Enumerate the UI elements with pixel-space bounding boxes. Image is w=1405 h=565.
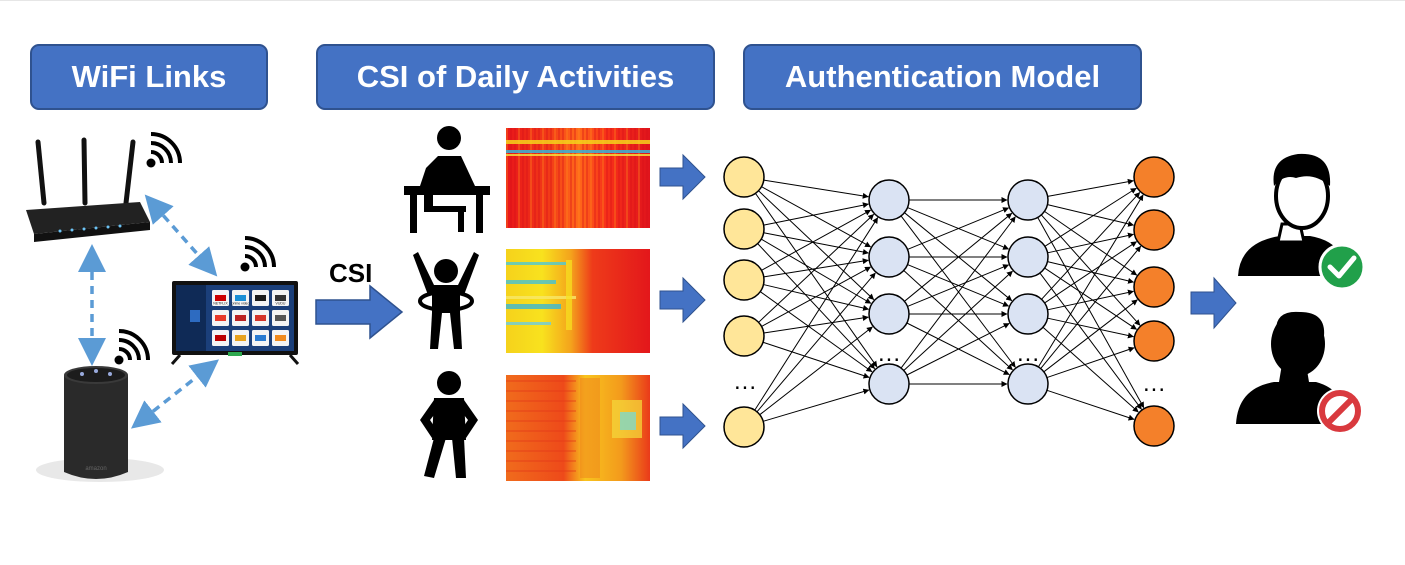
network-nodes xyxy=(723,156,1175,448)
network-edge xyxy=(1046,389,1135,421)
output-node xyxy=(1133,266,1175,308)
network-edge xyxy=(904,212,1013,302)
network-edge xyxy=(1043,299,1138,373)
network-edge xyxy=(1042,326,1139,413)
network-edge xyxy=(1047,178,1134,197)
network-edge xyxy=(903,270,1013,371)
network-edge xyxy=(763,388,870,422)
network-edge xyxy=(1047,317,1134,339)
network-edge xyxy=(754,217,879,411)
network-edge xyxy=(1044,241,1137,304)
header-authentication-model: Authentication Model xyxy=(743,44,1142,110)
network-edge xyxy=(761,266,871,327)
network-edge xyxy=(762,341,870,379)
output-node xyxy=(1133,156,1175,198)
network-edges xyxy=(754,178,1145,422)
hands-on-hips-icon xyxy=(420,371,478,478)
csi-arrow xyxy=(315,284,404,340)
output-arrow xyxy=(1190,276,1237,330)
network-edge xyxy=(758,214,875,323)
network-edge xyxy=(756,272,876,413)
hidden2-layer-ellipsis: ... xyxy=(1017,340,1041,367)
hidden-node xyxy=(1007,363,1049,405)
network-edge xyxy=(763,315,869,334)
network-edge xyxy=(761,186,872,248)
hidden-node xyxy=(868,363,910,405)
csi-heatmap xyxy=(506,375,650,481)
network-edge xyxy=(907,264,1010,307)
network-edge xyxy=(1044,187,1137,247)
csi-heatmap xyxy=(506,128,650,228)
hidden-node xyxy=(868,293,910,335)
network-edge xyxy=(761,209,872,271)
rejected-user-icon xyxy=(1236,311,1363,434)
wifi-signal-icon xyxy=(240,236,276,272)
network-edge xyxy=(1047,289,1134,311)
wifi-signal-icon xyxy=(146,132,182,168)
authenticated-user-icon xyxy=(1238,153,1366,291)
sitting-at-desk-icon xyxy=(404,126,490,233)
activity-arrows xyxy=(659,153,706,450)
tv-app-label: VUDU xyxy=(276,302,286,306)
tv-app-label: NETFLIX xyxy=(213,302,228,306)
network-edge xyxy=(763,202,869,226)
network-edge xyxy=(1037,217,1145,409)
hidden-node xyxy=(1007,293,1049,335)
network-edge xyxy=(1037,194,1144,368)
output-node xyxy=(1133,209,1175,251)
csi-arrow-label: CSI xyxy=(329,258,373,288)
hidden1-layer-ellipsis: ... xyxy=(878,340,902,367)
input-layer-ellipsis: ... xyxy=(734,368,758,395)
network-edge xyxy=(759,291,873,373)
header-csi-daily-activities: CSI of Daily Activities xyxy=(316,44,715,110)
input-node xyxy=(723,406,765,448)
input-node xyxy=(723,315,765,357)
header-wifi-links: WiFi Links xyxy=(30,44,268,110)
network-edge xyxy=(763,232,869,255)
input-node xyxy=(723,208,765,250)
check-icon xyxy=(1318,243,1366,291)
network-edge xyxy=(759,326,873,416)
hidden-node xyxy=(868,236,910,278)
speaker-brand-text: amazon xyxy=(85,466,106,472)
output-node xyxy=(1133,320,1175,362)
network-edge xyxy=(1041,192,1141,300)
tv-app-label: prime video xyxy=(231,302,249,306)
network-edge xyxy=(1040,214,1141,326)
network-edge xyxy=(757,243,876,370)
network-edge xyxy=(758,190,875,300)
network-edge xyxy=(907,207,1010,250)
network-edge xyxy=(1047,204,1135,227)
top-border xyxy=(0,0,1405,1)
network-edge xyxy=(1040,245,1142,369)
output-layer-ellipsis: ... xyxy=(1143,370,1167,397)
hula-hoop-icon xyxy=(413,252,479,349)
network-edge xyxy=(906,322,1010,376)
hidden-node xyxy=(1007,179,1049,221)
hidden-node xyxy=(868,179,910,221)
wifi-signal-icon xyxy=(114,329,150,365)
network-edge xyxy=(763,179,869,199)
network-edge xyxy=(761,238,872,304)
network-edge xyxy=(755,193,878,368)
output-node xyxy=(1133,405,1175,447)
hidden-node xyxy=(1007,236,1049,278)
network-edge xyxy=(900,216,1016,369)
csi-heatmap xyxy=(506,249,650,353)
wifi-router xyxy=(26,137,150,242)
input-node xyxy=(723,259,765,301)
smart-speaker: amazon xyxy=(36,366,164,482)
network-edge xyxy=(1046,346,1135,379)
input-node xyxy=(723,156,765,198)
network-edge xyxy=(1039,272,1142,410)
wifi-link-lines xyxy=(78,194,219,429)
network-edge xyxy=(1044,267,1137,330)
network-edge xyxy=(1047,232,1134,254)
